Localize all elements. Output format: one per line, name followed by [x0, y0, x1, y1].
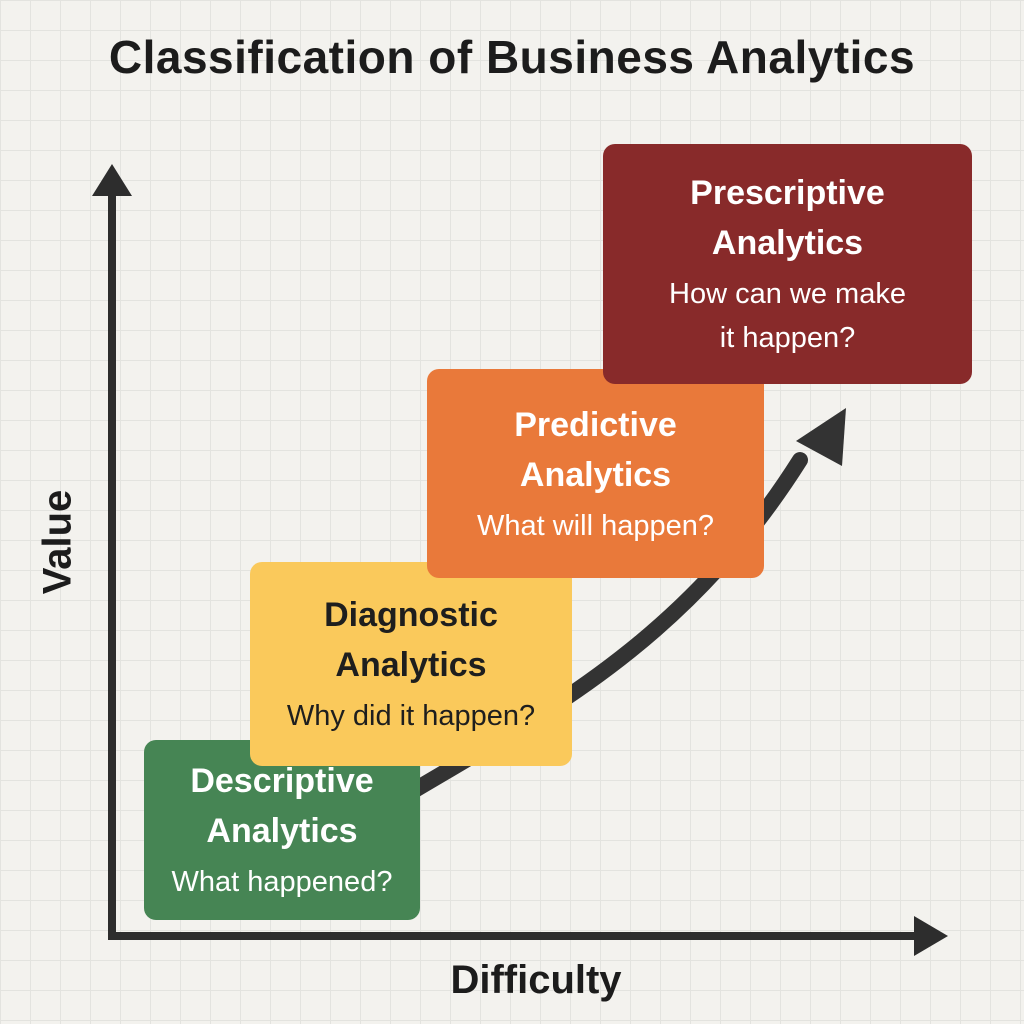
step-question: What will happen?	[477, 509, 714, 542]
x-axis-arrowhead	[914, 916, 948, 956]
y-axis-arrowhead	[92, 164, 132, 196]
step-question: What happened?	[171, 866, 393, 898]
page-title: Classification of Business Analytics	[108, 31, 916, 83]
step-title-line: Diagnostic	[324, 596, 498, 634]
step-diagnostic-analytics: Diagnostic Analytics Why did it happen?	[250, 562, 572, 766]
x-axis-label: Difficulty	[450, 958, 622, 1002]
step-question-line: How can we make	[669, 278, 906, 310]
step-title-line: Predictive	[514, 405, 677, 444]
step-title-line: Analytics	[206, 812, 358, 850]
step-predictive-analytics: Predictive Analytics What will happen?	[427, 369, 764, 578]
step-title-line: Analytics	[519, 455, 672, 494]
step-title-line: Descriptive	[190, 762, 374, 800]
growth-arrow-head	[796, 408, 846, 466]
step-title-line: Analytics	[711, 224, 864, 262]
step-title-line: Prescriptive	[690, 174, 885, 212]
step-question: Why did it happen?	[286, 700, 536, 732]
step-prescriptive-analytics: Prescriptive Analytics How can we make i…	[603, 144, 972, 384]
step-question-line: it happen?	[719, 322, 856, 354]
step-title-line: Analytics	[335, 646, 487, 684]
y-axis-label: Value	[35, 489, 80, 595]
step-descriptive-analytics: Descriptive Analytics What happened?	[144, 740, 420, 920]
